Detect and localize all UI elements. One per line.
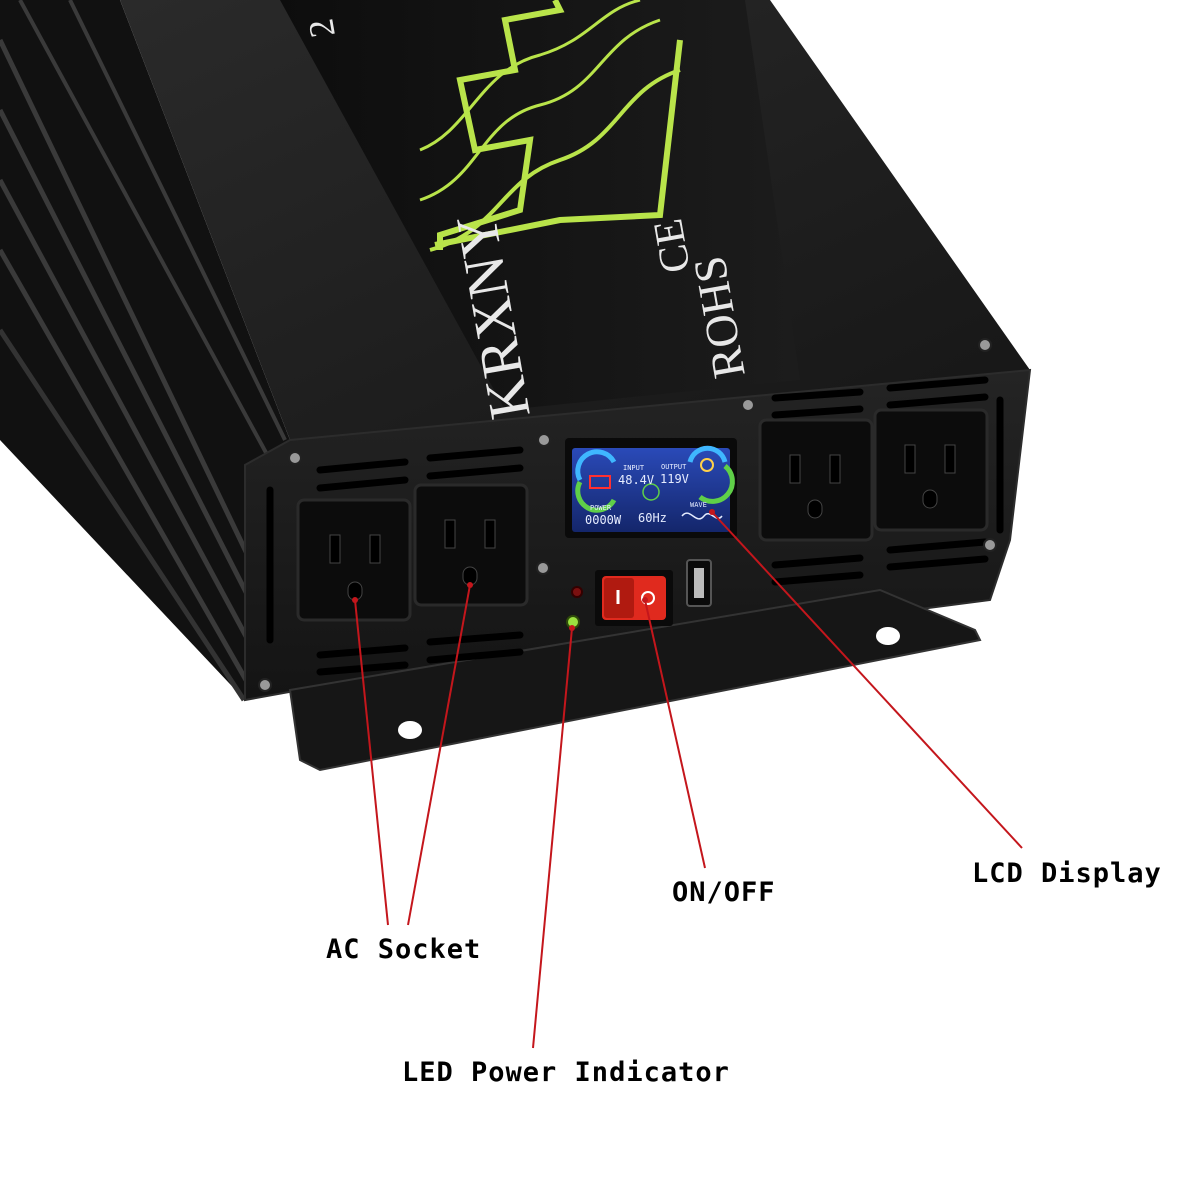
lcd-power-label: POWER (590, 504, 612, 512)
ac-socket-label: AC Socket (326, 934, 482, 965)
lcd-output-label: OUTPUT (661, 463, 687, 471)
led-power-indicator-label: LED Power Indicator (402, 1057, 730, 1088)
lcd-output-value: 119V (660, 472, 689, 486)
heatsink-fins (0, 0, 290, 702)
on-off-label: ON/OFF (672, 877, 776, 908)
lcd-wave-label: WAVE (690, 501, 707, 509)
mounting-bracket (288, 588, 982, 772)
bulb-icon (700, 458, 714, 472)
power-switch (595, 570, 673, 626)
ac-outlet-1 (296, 498, 412, 622)
lcd-display-label: LCD Display (972, 858, 1162, 889)
ce-mark: CE (645, 215, 700, 276)
ac-outlet-3 (758, 418, 874, 542)
sine-wave-icon (642, 483, 660, 501)
vent-slots (266, 376, 1004, 676)
ac-outlet-4 (873, 408, 989, 532)
usb-port (686, 559, 712, 607)
lcd-display: INPUT 48.4V OUTPUT 119V POWER 0000W 60Hz… (565, 438, 737, 538)
battery-icon (589, 475, 611, 489)
callout-lines (354, 511, 1023, 1049)
lcd-input-value: 48.4V (618, 473, 654, 487)
led-red (571, 586, 583, 598)
lcd-power-value: 0000W (585, 513, 622, 527)
lcd-input-label: INPUT (623, 464, 645, 472)
lcd-frequency-value: 60Hz (638, 511, 667, 525)
ac-outlet-2 (413, 483, 529, 607)
screw-icon (258, 338, 997, 692)
